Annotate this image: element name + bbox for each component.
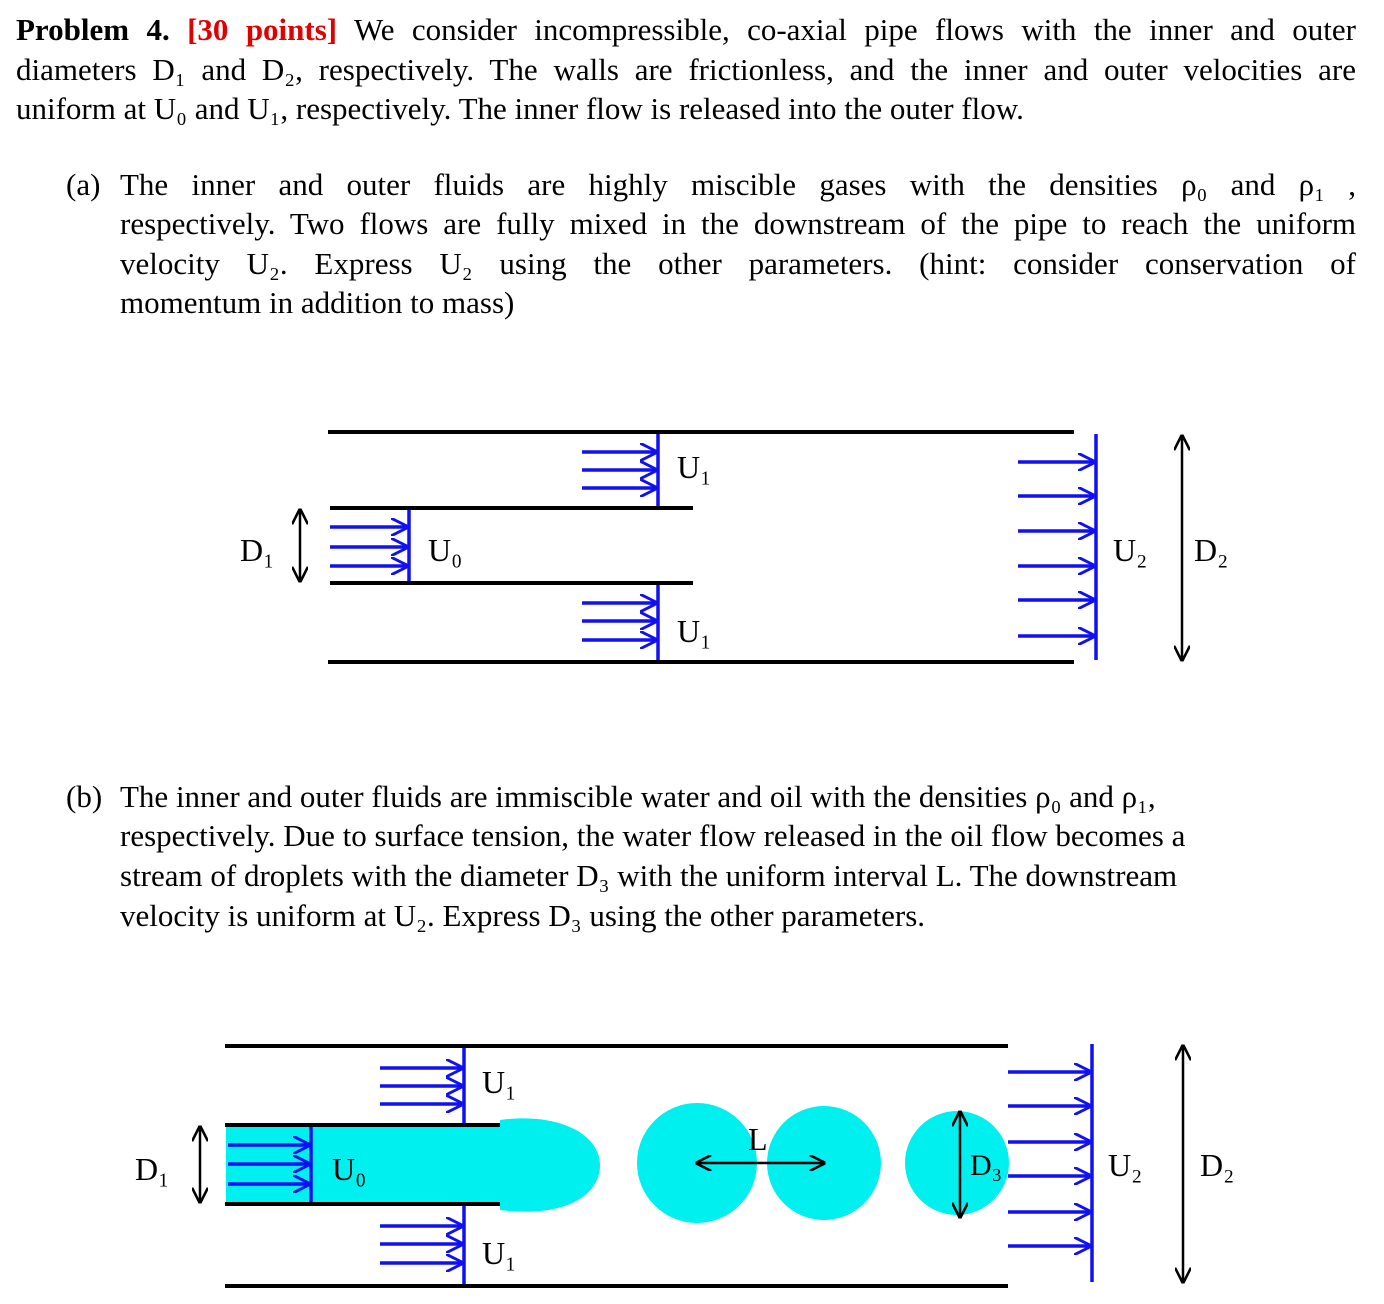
u1-top-velocity-profile	[582, 434, 660, 506]
figure-a: D₁ U₀ U₁ U₁ U₂ D₂	[240, 430, 1228, 664]
d3-label: D₃	[970, 1149, 1002, 1182]
u0-velocity-profile	[330, 510, 411, 581]
part-b-line-4: velocity is uniform at U₂. Express D₃ us…	[120, 898, 926, 933]
l-label: L	[748, 1121, 768, 1157]
problem-line-1: Problem 4. [30 points] We consider incom…	[16, 10, 1356, 50]
part-a-line-4: momentum in addition to mass)	[120, 285, 515, 320]
u1-bottom-velocity-profile	[582, 585, 660, 660]
u2-velocity-profile-b	[1008, 1044, 1094, 1282]
d1-label: D₁	[240, 532, 274, 568]
part-b-line-2: respectively. Due to surface tension, th…	[120, 818, 1186, 853]
part-a-marker: (a)	[66, 167, 101, 202]
problem-line-2: diameters D₁ and D₂, respectively. The w…	[16, 52, 1356, 87]
d1-label-b: D₁	[135, 1151, 169, 1187]
u2-velocity-profile	[1018, 434, 1098, 660]
u1-top-label: U₁	[677, 449, 711, 485]
problem-line-3: uniform at U₀ and U₁, respectively. The …	[16, 91, 1024, 126]
problem-label: Problem 4.	[16, 12, 170, 47]
d2-label-b: D₂	[1200, 1147, 1234, 1183]
part-b-line-1: The inner and outer fluids are immiscibl…	[120, 779, 1156, 814]
released-water-blob	[500, 1118, 600, 1212]
u1-bottom-label: U₁	[677, 613, 711, 649]
part-b-marker: (b)	[66, 779, 103, 814]
u1-top-label-b: U₁	[482, 1064, 516, 1100]
u2-label: U₂	[1113, 532, 1147, 568]
part-a-line-3: velocity U₂. Express U₂ using the other …	[120, 246, 1356, 281]
figure-b: D₁ U₀ U₁ U₁ L D₃ U₂ D₂	[135, 1044, 1234, 1288]
u0-label-b: U₀	[332, 1151, 366, 1187]
u0-velocity-profile-b	[228, 1127, 313, 1202]
inner-pipe-walls	[330, 506, 693, 585]
part-a-line-1: The inner and outer fluids are highly mi…	[120, 167, 1356, 202]
u0-label: U₀	[428, 532, 462, 568]
inner-pipe-walls-b	[225, 1123, 500, 1206]
d2-label: D₂	[1194, 532, 1228, 568]
part-a-line-2: respectively. Two flows are fully mixed …	[120, 206, 1356, 241]
u1-top-velocity-profile-b	[380, 1048, 466, 1123]
problem-text-1: We consider incompressible, co-axial pip…	[353, 12, 1356, 47]
u1-bottom-label-b: U₁	[482, 1235, 516, 1271]
u1-bottom-velocity-profile-b	[380, 1206, 466, 1284]
points-badge: [30 points]	[187, 12, 338, 47]
part-b-line-3: stream of droplets with the diameter D₃ …	[120, 858, 1178, 893]
droplet-3	[905, 1111, 1009, 1215]
u2-label-b: U₂	[1108, 1147, 1142, 1183]
outer-pipe-walls-b	[225, 1044, 1008, 1288]
outer-pipe-walls	[328, 430, 1074, 664]
